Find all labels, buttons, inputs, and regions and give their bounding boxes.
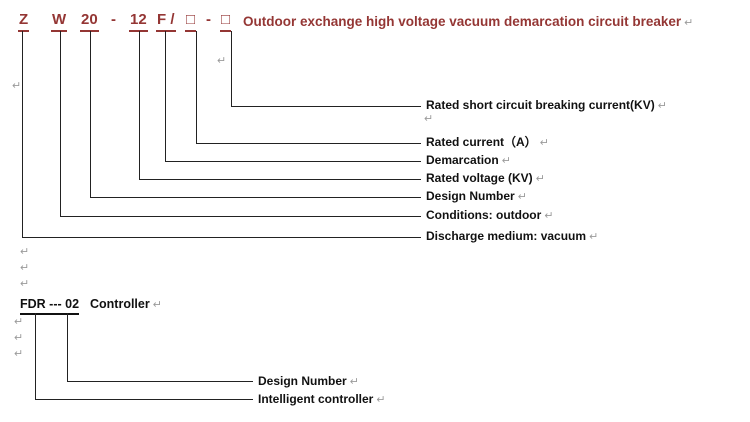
label-controller-design-number: Design Number↵ (258, 374, 359, 389)
label-text: Discharge medium: vacuum (426, 229, 587, 243)
paragraph-mark: ↵ (539, 137, 549, 149)
model-char-discharge-medium: Z (18, 11, 30, 32)
connector-hline-rated-current (196, 143, 421, 144)
paragraph-mark: ↵ (544, 210, 554, 222)
connector-hline-intelligent-controller (35, 399, 253, 400)
connector-vline-rated-current (196, 31, 197, 143)
label-text: Design Number (426, 189, 515, 203)
connector-vline-discharge-medium (22, 31, 23, 237)
model-placeholder-box-1-icon: □ (185, 11, 197, 32)
model-char-demarcation: F / (156, 11, 176, 32)
paragraph-mark: ↵ (20, 246, 30, 258)
label-text: Demarcation (426, 153, 499, 167)
connector-vline-controller-design-number (67, 313, 68, 381)
model-char-rated-voltage: 12 (129, 11, 148, 32)
paragraph-mark: ↵ (20, 278, 30, 290)
paragraph-mark: ↵ (14, 348, 24, 360)
paragraph-mark: ↵ (589, 231, 599, 243)
label-demarcation: Demarcation↵ (426, 153, 511, 168)
model-char-design-number: 20 (80, 11, 99, 32)
paragraph-mark: ↵ (535, 173, 545, 185)
paragraph-mark: ↵ (501, 155, 511, 167)
paragraph-mark: ↵ (152, 299, 162, 311)
label-text: Conditions: outdoor (426, 208, 542, 222)
connector-hline-conditions (60, 216, 421, 217)
model-char-conditions: W (51, 11, 68, 32)
paragraph-mark: ↵ (349, 376, 359, 388)
paragraph-mark: ↵ (14, 332, 24, 344)
paragraph-mark: ↵ (376, 394, 386, 406)
model-dash-1: - (111, 11, 116, 28)
label-intelligent-controller: Intelligent controller↵ (258, 392, 386, 407)
paragraph-mark: ↵ (12, 80, 22, 92)
paragraph-mark: ↵ (657, 100, 667, 112)
connector-vline-rated-voltage (139, 31, 140, 179)
label-rated-current: Rated current（A）↵ (426, 135, 549, 150)
controller-name-text: Controller (90, 297, 150, 311)
controller-name: Controller↵ (90, 297, 162, 313)
label-design-number: Design Number↵ (426, 189, 527, 204)
label-rated-short-circuit-breaking-current: Rated short circuit breaking current(KV)… (426, 98, 667, 113)
paragraph-mark: ↵ (424, 113, 434, 125)
connector-hline-demarcation (165, 161, 421, 162)
connector-hline-rated-voltage (139, 179, 421, 180)
model-dash-2: - (206, 11, 211, 28)
connector-hline-discharge-medium (22, 237, 421, 238)
connector-vline-demarcation (165, 31, 166, 161)
paragraph-mark: ↵ (20, 262, 30, 274)
paragraph-mark: ↵ (14, 316, 24, 328)
connector-vline-short-circuit (231, 31, 232, 106)
label-text: Rated current（A） (426, 135, 537, 149)
paragraph-mark: ↵ (517, 191, 527, 203)
connector-hline-design-number (90, 197, 421, 198)
model-placeholder-box-2-icon: □ (220, 11, 232, 32)
label-rated-voltage: Rated voltage (KV)↵ (426, 171, 545, 186)
paragraph-mark: ↵ (684, 17, 694, 29)
connector-hline-short-circuit (231, 106, 421, 107)
connector-vline-intelligent-controller (35, 313, 36, 399)
controller-model-code: FDR --- 02 (20, 297, 80, 315)
connector-vline-design-number (90, 31, 91, 197)
label-text: Rated short circuit breaking current(KV) (426, 98, 655, 112)
product-title-text: Outdoor exchange high voltage vacuum dem… (243, 14, 682, 29)
label-text: Design Number (258, 374, 347, 388)
connector-vline-conditions (60, 31, 61, 216)
product-title: Outdoor exchange high voltage vacuum dem… (243, 14, 693, 31)
label-conditions-outdoor: Conditions: outdoor↵ (426, 208, 554, 223)
connector-hline-controller-design-number (67, 381, 253, 382)
label-text: Intelligent controller (258, 392, 374, 406)
paragraph-mark: ↵ (217, 55, 227, 67)
label-text: Rated voltage (KV) (426, 171, 533, 185)
label-discharge-medium-vacuum: Discharge medium: vacuum↵ (426, 229, 598, 244)
